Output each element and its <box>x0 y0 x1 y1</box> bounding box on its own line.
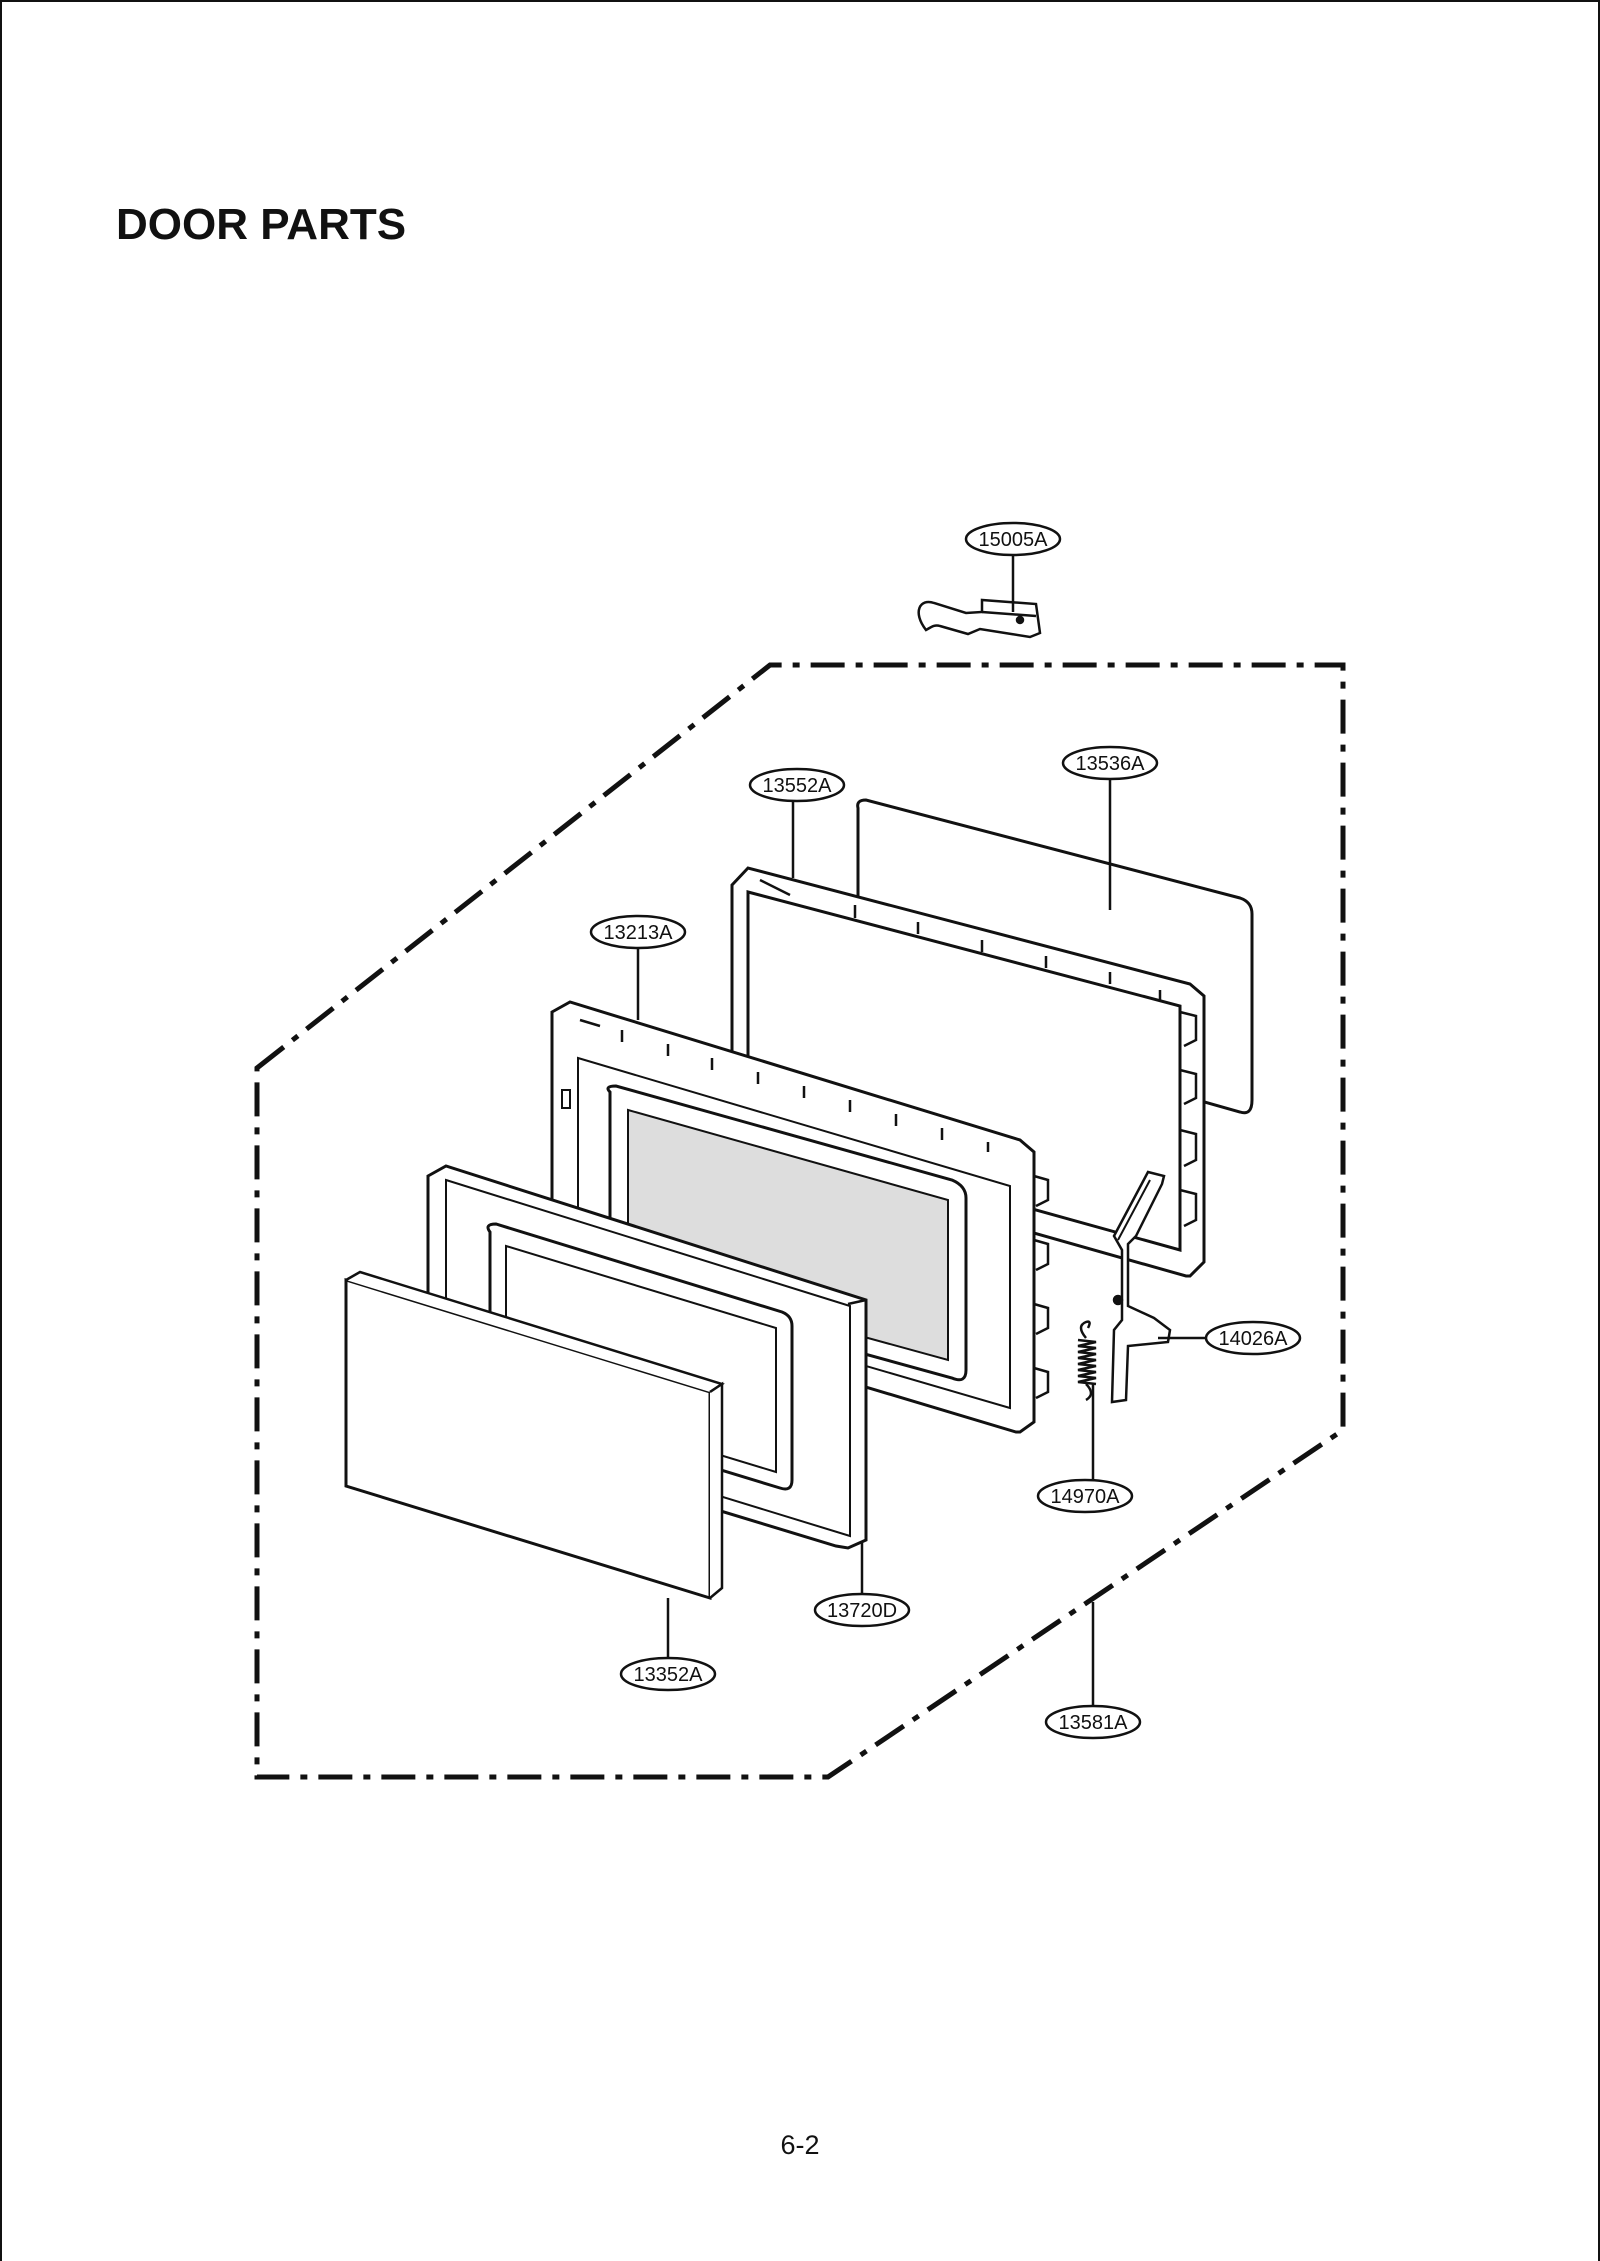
svg-text:13581A: 13581A <box>1059 1712 1129 1734</box>
part-label-13552a: 13552A <box>748 767 846 803</box>
latch-spring-part <box>1077 1320 1097 1402</box>
door-inner-panel-part <box>550 1000 1050 1434</box>
door-glass-part <box>344 1270 725 1601</box>
part-label-15005a: 15005A <box>964 521 1062 557</box>
latch-key-part <box>1110 1170 1172 1404</box>
part-label-13213a: 13213A <box>589 914 687 950</box>
svg-text:13552A: 13552A <box>763 775 833 797</box>
page-title: DOOR PARTS <box>116 200 407 249</box>
svg-text:14970A: 14970A <box>1051 1486 1121 1508</box>
door-latch-lever-part <box>917 598 1042 639</box>
svg-text:13536A: 13536A <box>1076 753 1146 775</box>
part-label-13352a: 13352A <box>619 1656 717 1692</box>
svg-text:13720D: 13720D <box>827 1600 897 1622</box>
part-label-14970a: 14970A <box>1036 1478 1134 1514</box>
part-label-13536a: 13536A <box>1061 745 1159 781</box>
leader-lines <box>636 555 1206 1706</box>
page-number: 6-2 <box>780 2130 820 2160</box>
svg-text:13213A: 13213A <box>604 922 674 944</box>
svg-text:15005A: 15005A <box>979 529 1049 551</box>
part-label-14026a: 14026A <box>1204 1320 1302 1356</box>
svg-text:13352A: 13352A <box>634 1664 704 1686</box>
part-label-13720d: 13720D <box>813 1592 911 1628</box>
svg-text:14026A: 14026A <box>1219 1328 1289 1350</box>
part-label-13581a: 13581A <box>1044 1704 1142 1740</box>
door-assembly-boundary <box>254 662 1346 1780</box>
